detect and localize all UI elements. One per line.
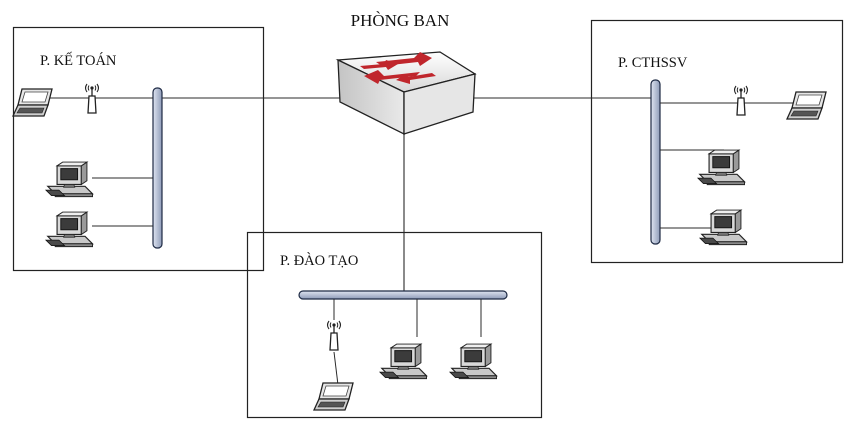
department-label-cthssv: P. CTHSSV [618, 55, 688, 71]
bus-cthssv [650, 79, 661, 245]
laptop-icon [313, 382, 354, 411]
network-switch-icon [335, 51, 477, 136]
desktop-computer-icon [45, 211, 94, 248]
desktop-computer-icon [379, 343, 428, 380]
desktop-computer-icon [449, 343, 498, 380]
link-laptop-dao-tao [333, 351, 339, 386]
desktop-computer-icon [45, 161, 94, 198]
laptop-icon [786, 91, 827, 120]
department-label-dao-tao: P. ĐÀO TẠO [280, 252, 358, 269]
bus-ke-toan [152, 87, 163, 249]
access-point-icon [733, 85, 749, 116]
switch-label: PHÒNG BAN [351, 11, 450, 30]
desktop-computer-icon [699, 209, 748, 246]
department-box-cthssv [590, 19, 844, 264]
department-box-ke-toan [12, 26, 265, 272]
laptop-icon [12, 88, 53, 117]
department-label-ke-toan: P. KẾ TOÁN [40, 52, 117, 69]
desktop-computer-icon [697, 149, 746, 186]
bus-dao-tao [298, 290, 508, 300]
access-point-icon [326, 320, 342, 351]
department-box-dao-tao [246, 231, 543, 419]
